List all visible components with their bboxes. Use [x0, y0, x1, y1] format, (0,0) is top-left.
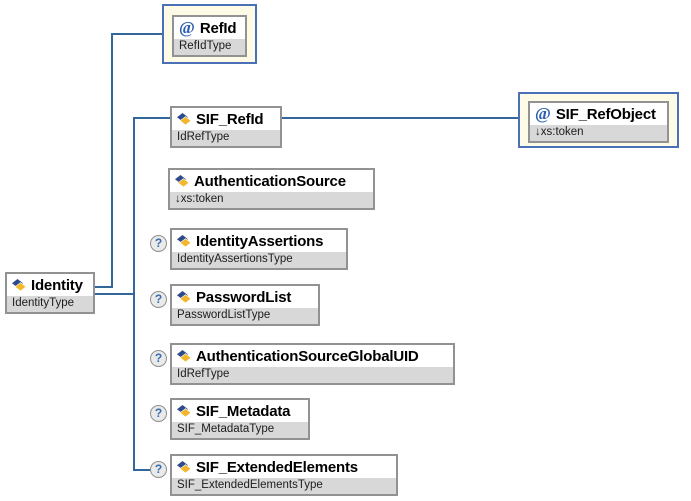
- element-icon: [12, 279, 26, 291]
- node-authsourceglobaluid-type: IdRefType: [172, 367, 453, 383]
- attribute-icon: @: [179, 17, 195, 37]
- element-icon: [177, 350, 191, 362]
- optional-badge: ?: [150, 461, 167, 478]
- node-identity-type: IdentityType: [7, 296, 93, 312]
- node-identity-name: Identity: [31, 276, 83, 294]
- attr-group-sif-refobject: @ SIF_RefObject ↓xs:token: [518, 92, 679, 148]
- node-authsourceglobaluid-title-row: AuthenticationSourceGlobalUID: [172, 345, 453, 367]
- node-passwordlist-name: PasswordList: [196, 288, 292, 306]
- node-sif-refobject-title-row: @ SIF_RefObject: [530, 103, 667, 125]
- node-passwordlist-type: PasswordListType: [172, 308, 318, 324]
- node-sif-extendedelements-type: SIF_ExtendedElementsType: [172, 478, 396, 494]
- element-icon: [177, 113, 191, 125]
- node-authsourceglobaluid-name: AuthenticationSourceGlobalUID: [196, 347, 419, 365]
- optional-badge: ?: [150, 350, 167, 367]
- node-sif-metadata-type: SIF_MetadataType: [172, 422, 308, 438]
- node-sif-refid[interactable]: SIF_RefId IdRefType: [170, 106, 282, 148]
- node-authenticationsource[interactable]: AuthenticationSource ↓xs:token: [168, 168, 375, 210]
- attribute-icon: @: [535, 103, 551, 123]
- element-icon: [177, 235, 191, 247]
- node-sif-refobject[interactable]: @ SIF_RefObject ↓xs:token: [528, 101, 669, 143]
- node-sif-refobject-type: ↓xs:token: [530, 125, 667, 141]
- node-identity-title-row: Identity: [7, 274, 93, 296]
- optional-badge: ?: [150, 291, 167, 308]
- node-refid-name: RefId: [199, 19, 237, 37]
- node-sif-metadata[interactable]: SIF_Metadata SIF_MetadataType: [170, 398, 310, 440]
- node-sif-refobject-name: SIF_RefObject: [555, 105, 656, 123]
- node-sif-refid-type: IdRefType: [172, 130, 280, 146]
- element-icon: [175, 175, 189, 187]
- node-refid[interactable]: @ RefId RefIdType: [172, 15, 247, 57]
- node-sif-extendedelements[interactable]: SIF_ExtendedElements SIF_ExtendedElement…: [170, 454, 398, 496]
- optional-badge: ?: [150, 405, 167, 422]
- node-refid-type: RefIdType: [174, 39, 245, 55]
- node-identityassertions-name: IdentityAssertions: [196, 232, 324, 250]
- node-identityassertions-type: IdentityAssertionsType: [172, 252, 346, 268]
- node-sif-extendedelements-title-row: SIF_ExtendedElements: [172, 456, 396, 478]
- node-identity[interactable]: Identity IdentityType: [5, 272, 95, 314]
- node-sif-metadata-name: SIF_Metadata: [196, 402, 291, 420]
- node-identityassertions-title-row: IdentityAssertions: [172, 230, 346, 252]
- node-passwordlist[interactable]: PasswordList PasswordListType: [170, 284, 320, 326]
- node-authenticationsource-name: AuthenticationSource: [194, 172, 346, 190]
- node-authenticationsource-type: ↓xs:token: [170, 192, 373, 208]
- node-sif-refid-name: SIF_RefId: [196, 110, 264, 128]
- node-identityassertions[interactable]: IdentityAssertions IdentityAssertionsTyp…: [170, 228, 348, 270]
- attr-group-refid: @ RefId RefIdType: [162, 4, 257, 64]
- node-refid-title-row: @ RefId: [174, 17, 245, 39]
- element-icon: [177, 291, 191, 303]
- element-icon: [177, 405, 191, 417]
- node-sif-metadata-title-row: SIF_Metadata: [172, 400, 308, 422]
- node-sif-refid-title-row: SIF_RefId: [172, 108, 280, 130]
- node-authenticationsource-title-row: AuthenticationSource: [170, 170, 373, 192]
- element-icon: [177, 461, 191, 473]
- node-passwordlist-title-row: PasswordList: [172, 286, 318, 308]
- optional-badge: ?: [150, 235, 167, 252]
- node-authsourceglobaluid[interactable]: AuthenticationSourceGlobalUID IdRefType: [170, 343, 455, 385]
- node-sif-extendedelements-name: SIF_ExtendedElements: [196, 458, 358, 476]
